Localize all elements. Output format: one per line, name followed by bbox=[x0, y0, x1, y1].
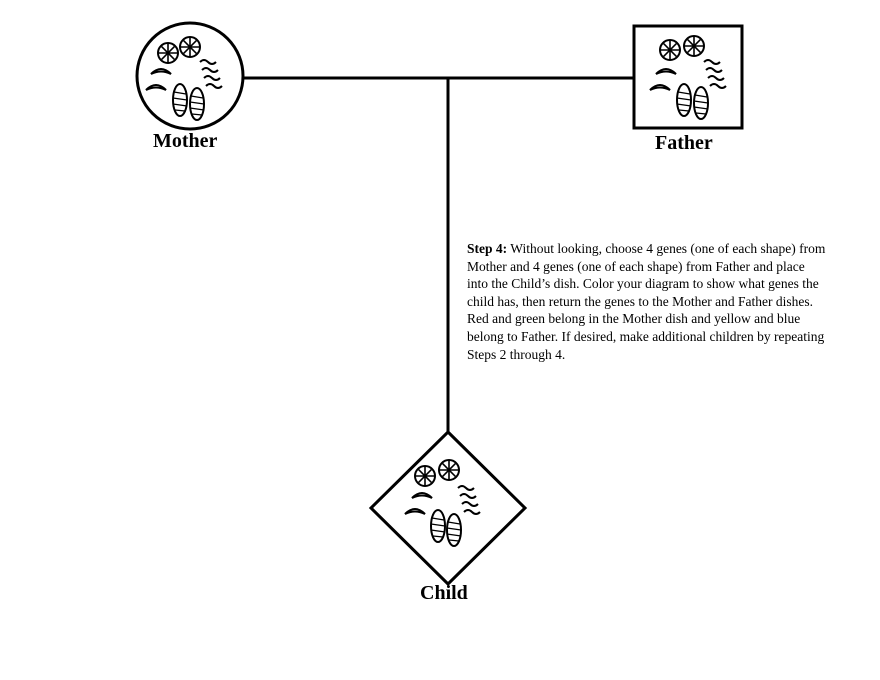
wheel-gene-icon bbox=[684, 36, 704, 56]
wheel-gene-icon bbox=[660, 40, 680, 60]
wheel-gene-icon bbox=[158, 43, 178, 63]
step-instructions: Step 4: Without looking, choose 4 genes … bbox=[467, 240, 827, 363]
child-label: Child bbox=[420, 582, 468, 605]
step-heading: Step 4: bbox=[467, 241, 507, 256]
mother-label: Mother bbox=[153, 130, 217, 153]
wheel-gene-icon bbox=[180, 37, 200, 57]
wheel-gene-icon bbox=[439, 460, 459, 480]
father-dish bbox=[634, 26, 742, 128]
mother-dish bbox=[137, 23, 243, 129]
child-dish bbox=[371, 432, 525, 584]
father-label: Father bbox=[655, 132, 713, 155]
step-body: Without looking, choose 4 genes (one of … bbox=[467, 241, 825, 362]
wheel-gene-icon bbox=[415, 466, 435, 486]
